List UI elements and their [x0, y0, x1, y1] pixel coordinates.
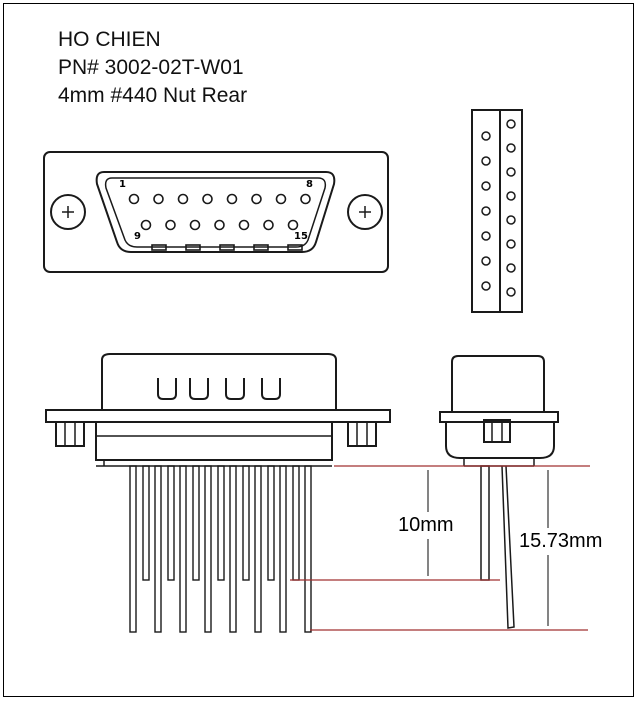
drawing-frame — [3, 3, 634, 697]
mounting-hole-right — [347, 194, 383, 230]
elevation-shell — [101, 353, 337, 411]
front-pin-bottom — [189, 219, 201, 231]
side-pin-right — [506, 167, 516, 177]
dimension-label-15mm: 15.73mm — [517, 528, 605, 555]
side-view-strip — [471, 109, 523, 313]
front-pin-bottom — [140, 219, 152, 231]
elevation-long-pin — [179, 465, 187, 633]
front-pin-top — [300, 193, 311, 205]
front-shell-tab — [151, 244, 167, 251]
side-pin-left — [481, 281, 491, 291]
side-pin-right — [506, 143, 516, 153]
front-flange — [43, 151, 389, 273]
d-shell-outline — [95, 171, 336, 253]
elevation-short-pin — [142, 465, 150, 581]
front-shell-tab — [287, 244, 303, 251]
dimension-lines — [290, 465, 590, 631]
elevation-pin-array — [129, 465, 312, 633]
front-pin-array — [128, 193, 311, 251]
pin-label-8: 8 — [306, 179, 313, 190]
elevation-flange — [45, 409, 391, 423]
front-pin-bottom — [214, 219, 225, 231]
front-pin-bottom — [263, 219, 274, 231]
side-pin-right — [506, 191, 516, 201]
side-elevation-body — [445, 422, 555, 459]
elevation-short-pin — [242, 465, 250, 581]
front-pin-top — [153, 193, 164, 205]
side-pin-left — [481, 181, 491, 191]
elevation-long-pin — [154, 465, 162, 633]
side-pin-left — [481, 131, 491, 141]
mounting-hole-left — [50, 194, 86, 230]
side-short-pin — [480, 465, 490, 581]
side-pin-right — [506, 215, 516, 225]
side-pin-left — [481, 206, 491, 216]
front-shell-tab — [219, 244, 235, 251]
side-pin-left — [481, 231, 491, 241]
description-label: 4mm #440 Nut Rear — [58, 84, 248, 107]
side-pin-left — [481, 256, 491, 266]
front-pin-bottom — [238, 219, 250, 231]
pin-label-9: 9 — [134, 231, 141, 242]
front-shell-tab — [253, 244, 269, 251]
nut-right — [347, 421, 377, 447]
elevation-short-pin — [217, 465, 225, 581]
side-pin-array — [481, 119, 516, 297]
elevation-short-pin — [267, 465, 275, 581]
side-pin-left — [481, 156, 491, 166]
front-pin-top — [177, 193, 189, 205]
elevation-long-pin — [204, 465, 212, 633]
front-pin-top — [128, 193, 140, 205]
elevation-short-pin — [292, 465, 300, 581]
side-nut — [483, 419, 511, 443]
pin-label-15: 15 — [294, 231, 308, 242]
side-elevation-shell — [451, 355, 545, 413]
side-long-pin — [501, 465, 515, 629]
front-view — [43, 151, 389, 273]
front-pin-top — [275, 193, 287, 205]
side-pin-right — [506, 239, 516, 249]
elevation-long-pin — [229, 465, 237, 633]
elevation-short-pin — [167, 465, 175, 581]
d-shell-inner — [104, 177, 327, 248]
elevation-body — [95, 422, 333, 461]
side-pin-right — [506, 263, 516, 273]
elevation-long-pin — [129, 465, 137, 633]
side-pin-right — [506, 287, 516, 297]
manufacturer-label: HO CHIEN — [58, 28, 161, 51]
side-strip-right — [499, 109, 523, 313]
front-pin-bottom — [287, 219, 299, 231]
dimension-label-10mm: 10mm — [396, 512, 456, 539]
front-pin-bottom — [165, 219, 176, 231]
side-pin-right — [506, 119, 516, 129]
front-pin-top — [202, 193, 213, 205]
elevation-short-pin — [192, 465, 200, 581]
elevation-long-pin — [304, 465, 312, 633]
side-elevation-flange — [439, 411, 559, 423]
elevation-long-pin — [279, 465, 287, 633]
part-number-label: PN# 3002-02T-W01 — [58, 56, 244, 79]
elevation-long-pin — [254, 465, 262, 633]
pin-label-1: 1 — [119, 179, 126, 190]
front-pin-top — [251, 193, 262, 205]
front-pin-top — [226, 193, 238, 205]
side-elevation — [439, 355, 559, 629]
front-elevation — [45, 353, 391, 633]
nut-left — [55, 421, 85, 447]
front-shell-tab — [185, 244, 201, 251]
